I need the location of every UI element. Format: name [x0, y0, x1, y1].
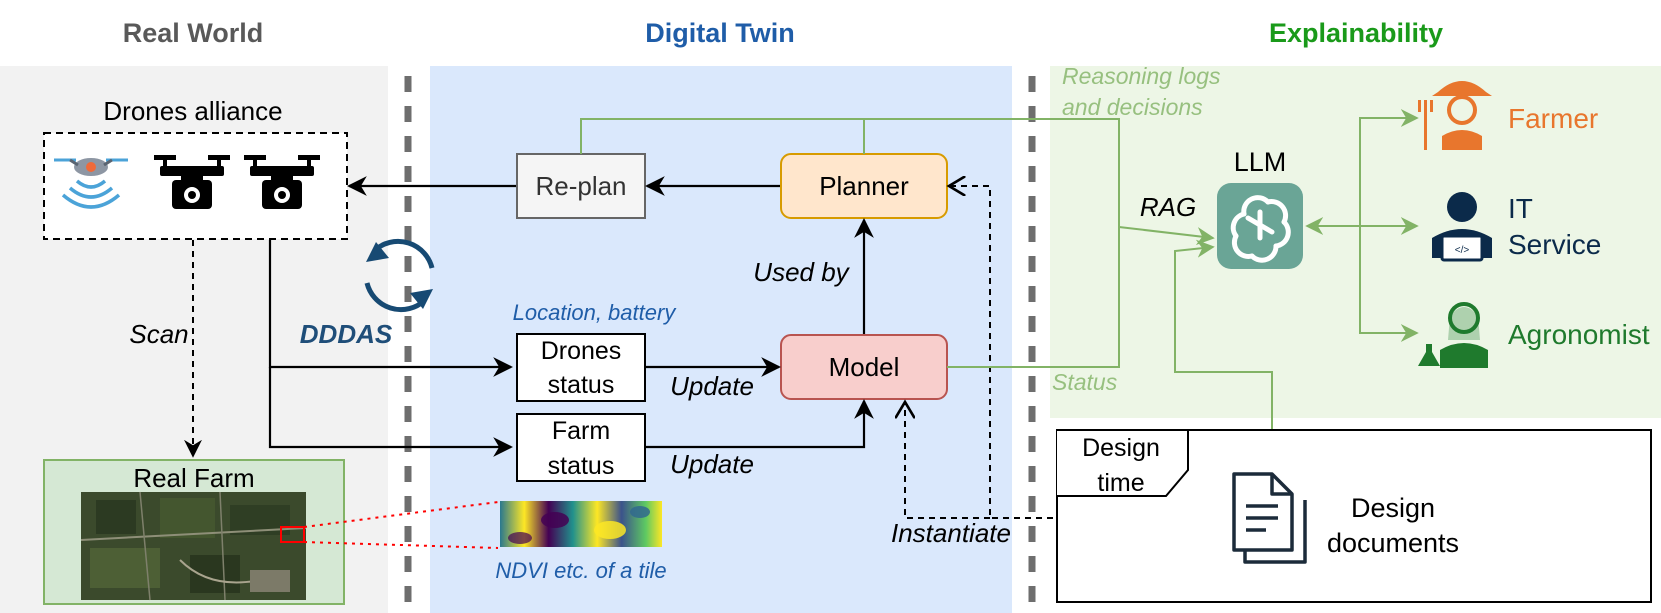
real-farm-label: Real Farm — [133, 463, 254, 493]
drones-status-box — [516, 333, 646, 402]
design-documents-line2: documents — [1327, 528, 1459, 558]
drones-status-line2: status — [548, 371, 615, 399]
farm-status-line2: status — [548, 452, 615, 480]
scientist-icon — [1418, 302, 1488, 368]
design-documents-line1: Design — [1351, 493, 1435, 523]
update-label-1: Update — [670, 371, 754, 401]
design-docs-to-llm-arrow — [1174, 239, 1273, 470]
document-icon — [1232, 472, 1307, 564]
agronomist-label: Agronomist — [1508, 319, 1650, 350]
design-time-line1: Design — [1082, 434, 1160, 462]
farm-status-box — [516, 413, 646, 482]
reasoning-logs-line2: and decisions — [1062, 94, 1203, 120]
farmer-label: Farmer — [1508, 103, 1598, 134]
location-battery-label: Location, battery — [513, 300, 678, 325]
satellite-image — [80, 491, 307, 601]
reasoning-logs-line1: Reasoning logs — [1062, 63, 1221, 89]
scan-label: Scan — [129, 319, 188, 349]
farm-to-status-arrow — [268, 367, 513, 457]
farm-status-to-model-arrow — [646, 399, 874, 449]
status-label: Status — [1052, 369, 1118, 395]
model-label: Model — [829, 352, 900, 382]
replan-box — [516, 153, 646, 219]
explainability-region — [1050, 66, 1661, 418]
replan-label: Re-plan — [535, 171, 626, 201]
reasoning-logs-link — [580, 118, 1120, 227]
svg-text:</>: </> — [1455, 245, 1470, 256]
planner-label: Planner — [819, 171, 909, 201]
farmer-icon — [1418, 81, 1492, 150]
rag-label: RAG — [1140, 192, 1196, 222]
llm-to-farmer-arrow — [1359, 109, 1419, 226]
section-title-real-world: Real World — [123, 18, 264, 48]
model-status-link — [947, 227, 1120, 368]
update-label-2: Update — [670, 449, 754, 479]
design-time-tab — [1057, 429, 1189, 497]
used-by-label: Used by — [753, 257, 850, 287]
tile-link-bottom — [303, 541, 499, 549]
rag-arrow — [1118, 226, 1215, 246]
drone-wifi-icon — [54, 158, 128, 209]
it-service-line2: Service — [1508, 229, 1601, 260]
cycle-arrows-icon — [364, 238, 435, 313]
it-service-line1: IT — [1508, 193, 1533, 224]
farm-status-line1: Farm — [552, 417, 610, 445]
drones-status-line1: Drones — [541, 337, 622, 365]
section-title-explainability: Explainability — [1269, 18, 1443, 48]
instantiate-label: Instantiate — [891, 518, 1011, 548]
ndvi-caption: NDVI etc. of a tile — [495, 558, 666, 583]
design-time-line2: time — [1097, 469, 1144, 497]
selected-tile — [280, 526, 305, 543]
tile-link-top — [303, 501, 499, 528]
drones-alliance-label: Drones alliance — [103, 96, 282, 126]
llm-label: LLM — [1234, 147, 1287, 177]
drone-camera-icon — [154, 155, 230, 209]
openai-logo-icon — [1217, 183, 1303, 269]
developer-icon: </> — [1432, 192, 1492, 262]
drone-camera-icon — [244, 155, 320, 209]
dddas-label: DDDAS — [300, 319, 393, 349]
section-title-digital-twin: Digital Twin — [645, 18, 795, 48]
llm-to-agronomist-arrow — [1359, 226, 1419, 342]
